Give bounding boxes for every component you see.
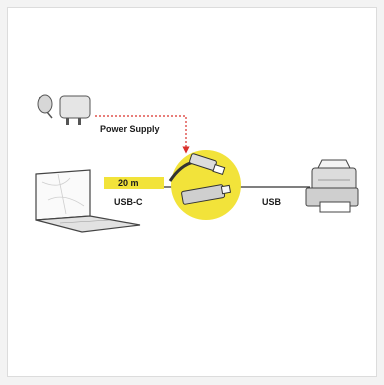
power-supply-label: Power Supply [100,124,160,134]
printer-icon [306,160,358,212]
length-label: 20 m [118,178,139,188]
usb-label: USB [262,197,281,207]
usb-c-label: USB-C [114,197,143,207]
power-adapter-icon [38,95,90,125]
